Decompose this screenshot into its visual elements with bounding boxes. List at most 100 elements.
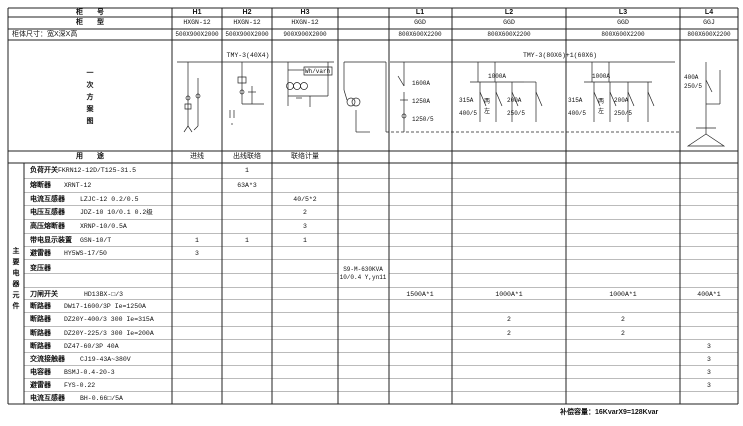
l1-breaker-rating: 1600A — [412, 80, 431, 87]
usage-h3: 联络计量 — [291, 153, 319, 160]
cabinet-size-l4: 800X600X2200 — [687, 31, 731, 38]
component-name: 断路器 — [30, 343, 51, 350]
component-name: 电容器 — [30, 369, 51, 376]
component-qty-cell: 3 — [707, 369, 711, 376]
component-qty-cell: 3 — [303, 223, 307, 230]
l3-mid-rating-a: 200A — [614, 97, 629, 104]
l3-left-rating-a: 315A — [568, 97, 583, 104]
component-model: GSN-10/T — [80, 237, 112, 244]
component-name: 刀闸开关 — [30, 291, 58, 298]
component-model: FKRN12-12D/T125-31.5 — [58, 167, 137, 174]
l1-ct-rating-a: 1250A — [412, 98, 431, 105]
cabinet-no-l2: L2 — [504, 9, 514, 16]
cabinet-no-l1: L1 — [415, 9, 425, 16]
header-label-cabinet-type: 柜 型 — [76, 19, 104, 26]
cabinet-type-l1: GGD — [414, 19, 426, 26]
component-name: 避雷器 — [30, 250, 51, 257]
component-qty-cell: 1000A*1 — [495, 291, 523, 298]
component-model: JDZ-10 10/0.1 0.2级 — [80, 209, 153, 216]
component-model: DZ47-60/3P 40A — [64, 343, 119, 350]
l3-spare-a: 两 — [598, 99, 605, 105]
l2-mid-rating-b: 250/5 — [507, 110, 526, 117]
cabinet-type-h1: HXGN-12 — [183, 19, 211, 26]
component-model: XRNT-12 — [64, 182, 92, 189]
component-name: 断路器 — [30, 316, 51, 323]
cabinet-type-h3: HXGN-12 — [291, 19, 319, 26]
cabinet-size-l1: 800X600X2200 — [398, 31, 442, 38]
cabinet-size-h3: 900X900X2000 — [283, 31, 327, 38]
group-label-char: 元 — [12, 292, 20, 299]
component-name: 熔断器 — [30, 182, 51, 189]
cabinet-no-l3: L3 — [618, 9, 628, 16]
component-name: 断路器 — [30, 330, 51, 337]
transformer-spec-line2: 10/0.4 Y,yn11 — [339, 274, 387, 281]
component-name: 断路器 — [30, 303, 51, 310]
component-model: CJ19-43A~380V — [80, 356, 131, 363]
l3-left-rating-b: 400/5 — [568, 110, 587, 117]
component-name: 交流接触器 — [30, 356, 65, 363]
component-qty-cell: 3 — [707, 382, 711, 389]
group-label-char: 件 — [12, 303, 20, 310]
component-name: 电流互感器 — [30, 395, 65, 402]
component-qty-cell: 2 — [621, 330, 625, 337]
cabinet-no-h1: H1 — [192, 9, 202, 16]
component-name: 变压器 — [30, 265, 51, 272]
component-model: DZ20Y-400/3 300 Ie=315A — [64, 316, 154, 323]
header-label-cabinet-size: 柜体尺寸：宽X深X高 — [12, 31, 78, 38]
cabinet-type-l3: GGD — [617, 19, 629, 26]
group-label-char: 器 — [12, 281, 20, 288]
group-label-char: 要 — [12, 259, 20, 266]
l1-ct-rating-b: 1250/5 — [412, 116, 434, 123]
component-model: LZJC-12 0.2/0.5 — [80, 196, 139, 203]
component-model: DZ20Y-225/3 300 Ie=200A — [64, 330, 154, 337]
l2-spare-b: 左 — [484, 109, 491, 115]
l2-switch-rating: 1000A — [488, 73, 507, 80]
l3-mid-rating-b: 250/5 — [614, 110, 633, 117]
l4-rating-a: 400A — [684, 74, 699, 81]
component-qty-cell: 1 — [245, 167, 249, 174]
component-model: HY5WS-17/50 — [64, 250, 107, 257]
l2-mid-rating-a: 200A — [507, 97, 522, 104]
cabinet-no-h2: H2 — [242, 9, 252, 16]
cabinet-type-l4: GGJ — [703, 19, 715, 26]
component-qty-cell: 2 — [507, 330, 511, 337]
component-model: BH-0.66□/5A — [80, 395, 123, 402]
component-qty-cell: 400A*1 — [697, 291, 721, 298]
header-label-cabinet-no: 柜 号 — [76, 9, 104, 16]
component-qty-cell: 2 — [507, 316, 511, 323]
component-qty-cell: 1 — [245, 237, 249, 244]
component-model: BSMJ-0.4-20-3 — [64, 369, 115, 376]
scheme-label-char: 一 — [86, 70, 94, 77]
cabinet-type-l2: GGD — [503, 19, 515, 26]
l3-switch-rating: 1000A — [592, 73, 611, 80]
l2-left-rating-a: 315A — [459, 97, 474, 104]
transformer-spec-line1: S9-M-630KVA — [343, 266, 383, 273]
component-qty-cell: 1 — [195, 237, 199, 244]
component-name: 避雷器 — [30, 382, 51, 389]
component-qty-cell: 3 — [707, 356, 711, 363]
cabinet-size-h1: 500X900X2000 — [175, 31, 219, 38]
meter-label: Wh/varh — [305, 68, 331, 75]
cabinet-size-l3: 800X600X2200 — [601, 31, 645, 38]
cabinet-no-l4: L4 — [704, 9, 714, 16]
l4-rating-b: 250/5 — [684, 83, 703, 90]
component-qty-cell: 2 — [303, 209, 307, 216]
cabinet-no-h3: H3 — [300, 9, 310, 16]
component-qty-cell: 1000A*1 — [609, 291, 637, 298]
lv-bus-label: TMY-3(80X6)+1(60X6) — [522, 52, 598, 59]
component-name: 电压互感器 — [30, 209, 65, 216]
component-model: DW17-1600/3P Ie=1250A — [64, 303, 146, 310]
component-qty-cell: 40/5*2 — [293, 196, 317, 203]
component-model: FYS-0.22 — [64, 382, 96, 389]
usage-label: 用 途 — [76, 153, 104, 160]
scheme-label-char: 方 — [86, 94, 94, 101]
group-label-char: 电 — [12, 270, 20, 277]
cabinet-size-l2: 800X600X2200 — [487, 31, 531, 38]
cabinet-size-h2: 500X900X2000 — [225, 31, 269, 38]
component-qty-cell: 3 — [195, 250, 199, 257]
component-qty-cell: 63A*3 — [237, 182, 257, 189]
component-model: HD13BX-□/3 — [84, 291, 124, 298]
usage-h1: 进线 — [190, 153, 204, 160]
